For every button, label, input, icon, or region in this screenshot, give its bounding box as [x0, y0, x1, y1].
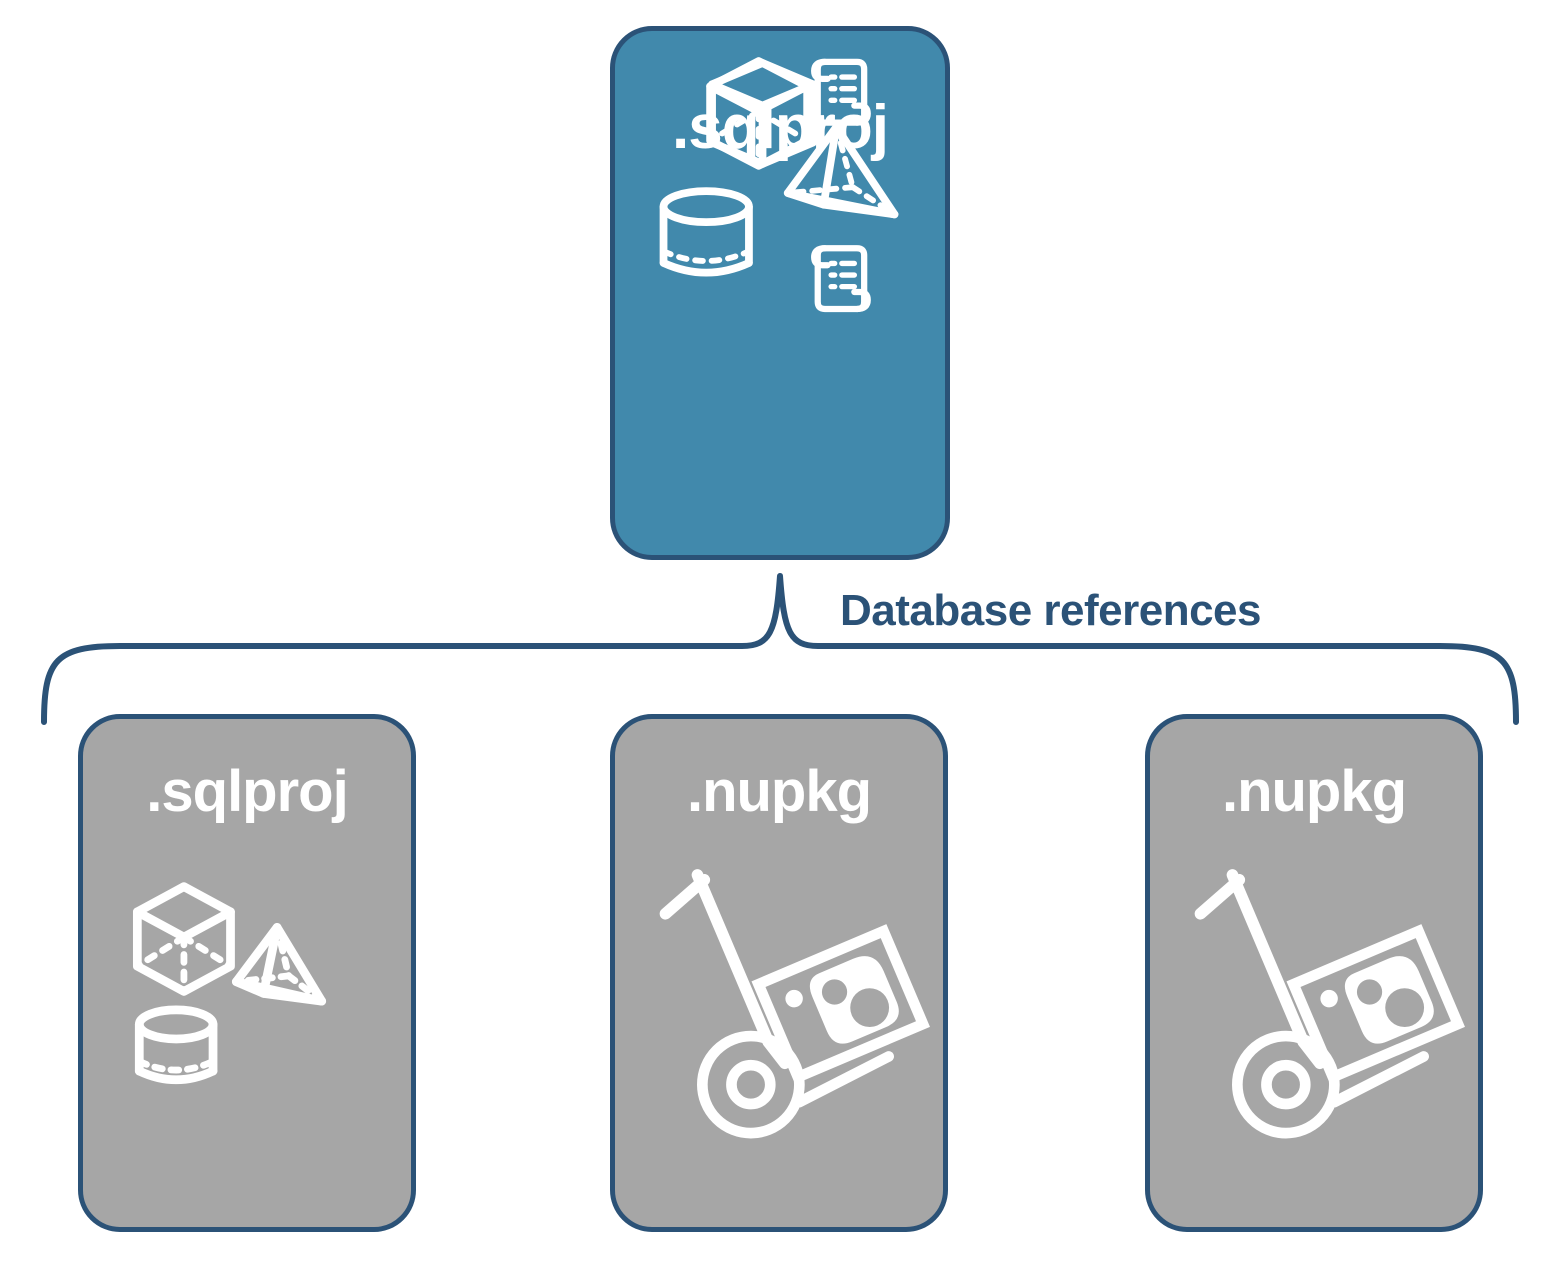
cube-icon	[132, 882, 235, 996]
reference-card-nupkg-1[interactable]: .nupkg	[610, 714, 948, 1232]
reference-card-label: .sqlproj	[146, 759, 348, 824]
root-card-label: .sqlproj	[672, 93, 889, 162]
scroll-icon	[811, 245, 871, 313]
reference-card-label: .nupkg	[1221, 759, 1407, 824]
hand-truck-package-icon	[1194, 869, 1465, 1139]
cylinder-icon	[134, 1005, 218, 1085]
connector-label: Database references	[840, 586, 1261, 635]
reference-card-nupkg-2[interactable]: .nupkg	[1145, 714, 1483, 1232]
reference-card-label: .nupkg	[686, 759, 872, 824]
root-sqlproj-card[interactable]: .sqlproj	[610, 26, 950, 560]
pyramid-icon	[231, 923, 327, 1006]
cylinder-icon	[659, 187, 753, 277]
hand-truck-package-icon	[659, 869, 930, 1139]
reference-card-sqlproj[interactable]: .sqlproj	[78, 714, 416, 1232]
